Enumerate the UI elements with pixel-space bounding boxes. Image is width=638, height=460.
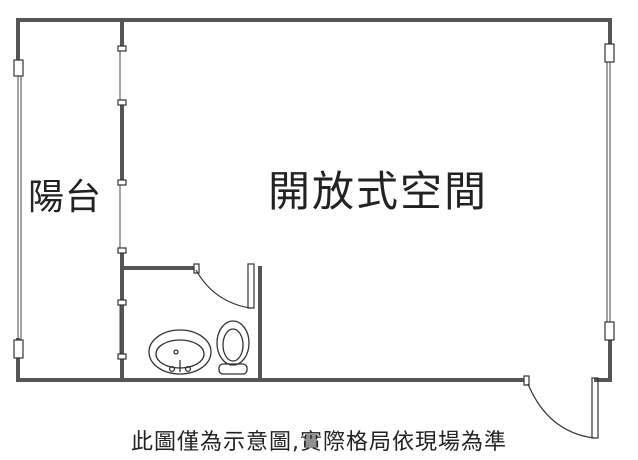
window-frame	[604, 321, 615, 341]
window-frame	[604, 43, 615, 63]
toilet-icon	[216, 320, 250, 375]
bathroom-door-swing	[195, 269, 251, 309]
sink-icon	[148, 329, 212, 375]
door-jamb	[523, 375, 530, 386]
door-jamb	[117, 299, 127, 306]
window-frame	[13, 339, 24, 359]
door-jamb	[117, 247, 127, 254]
outer-wall-top-left	[16, 18, 612, 62]
entrance-door-swing	[527, 383, 595, 439]
bathroom-door-leaf	[247, 263, 255, 309]
disclaimer-text: 此圖僅為示意圖,實際格局依現場為準	[131, 430, 507, 455]
door-jamb	[117, 45, 127, 52]
room-label-balcony: 陽台	[28, 177, 103, 218]
outer-wall-bottom	[16, 356, 528, 382]
room-label-open-space: 開放式空間	[268, 167, 489, 216]
window-frame	[13, 59, 24, 77]
door-jamb	[117, 99, 127, 106]
door-jamb	[117, 353, 127, 360]
door-jamb	[117, 179, 127, 186]
entrance-door-leaf	[591, 377, 599, 439]
door-jamb	[193, 263, 200, 274]
